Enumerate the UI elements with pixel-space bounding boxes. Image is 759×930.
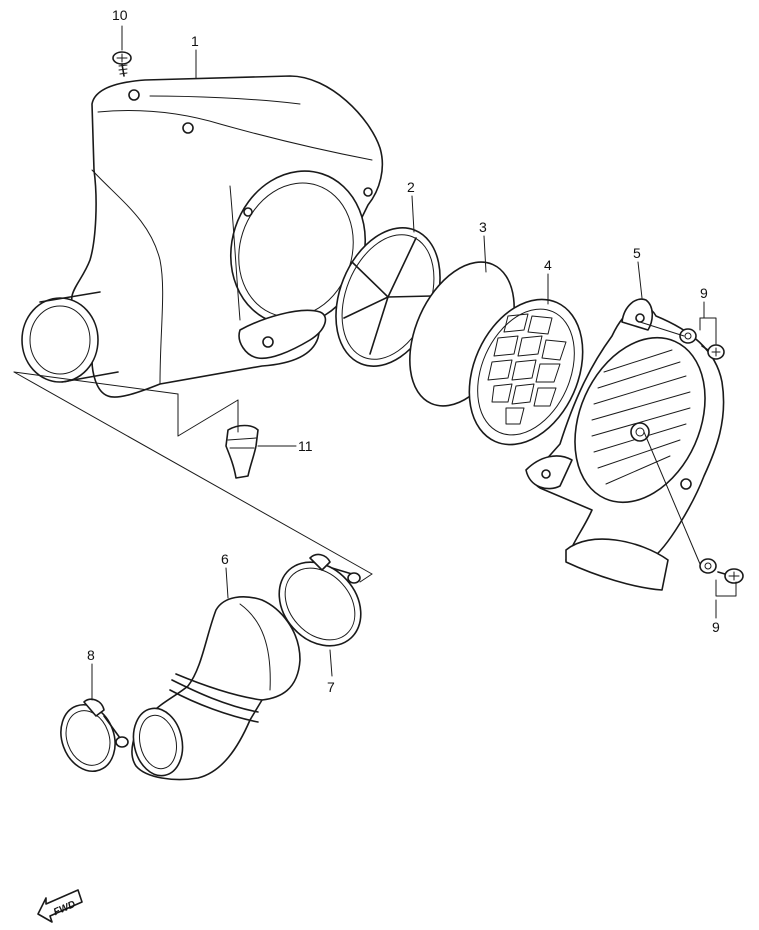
label-11: 11 — [298, 438, 313, 454]
label-4: 4 — [544, 257, 552, 273]
label-9-upper: 9 — [700, 285, 708, 301]
leader-lines — [91, 25, 717, 701]
label-3: 3 — [479, 219, 487, 235]
screw-washer-lower[interactable] — [699, 558, 744, 584]
fwd-arrow: FWD — [37, 889, 83, 923]
assembly-guide-lines — [13, 317, 737, 597]
label-9-lower: 9 — [712, 619, 720, 635]
clamp-small[interactable] — [52, 697, 129, 779]
part-labels: 1 10 2 3 4 5 9 9 11 6 7 8 — [87, 7, 720, 695]
label-5: 5 — [633, 245, 641, 261]
label-1: 1 — [191, 33, 199, 49]
label-7: 7 — [327, 679, 335, 695]
screw-top[interactable] — [112, 51, 132, 77]
air-cleaner-cover[interactable] — [525, 298, 730, 591]
label-10: 10 — [112, 7, 128, 23]
clamp-large[interactable] — [262, 546, 377, 663]
air-cleaner-case[interactable] — [21, 75, 385, 398]
label-8: 8 — [87, 647, 95, 663]
element-grid-holder[interactable] — [448, 281, 605, 462]
screw-washer-upper[interactable] — [679, 328, 725, 360]
label-2: 2 — [407, 179, 415, 195]
drain-plug[interactable] — [225, 424, 259, 479]
intake-pipe[interactable] — [127, 596, 301, 781]
label-6: 6 — [221, 551, 229, 567]
